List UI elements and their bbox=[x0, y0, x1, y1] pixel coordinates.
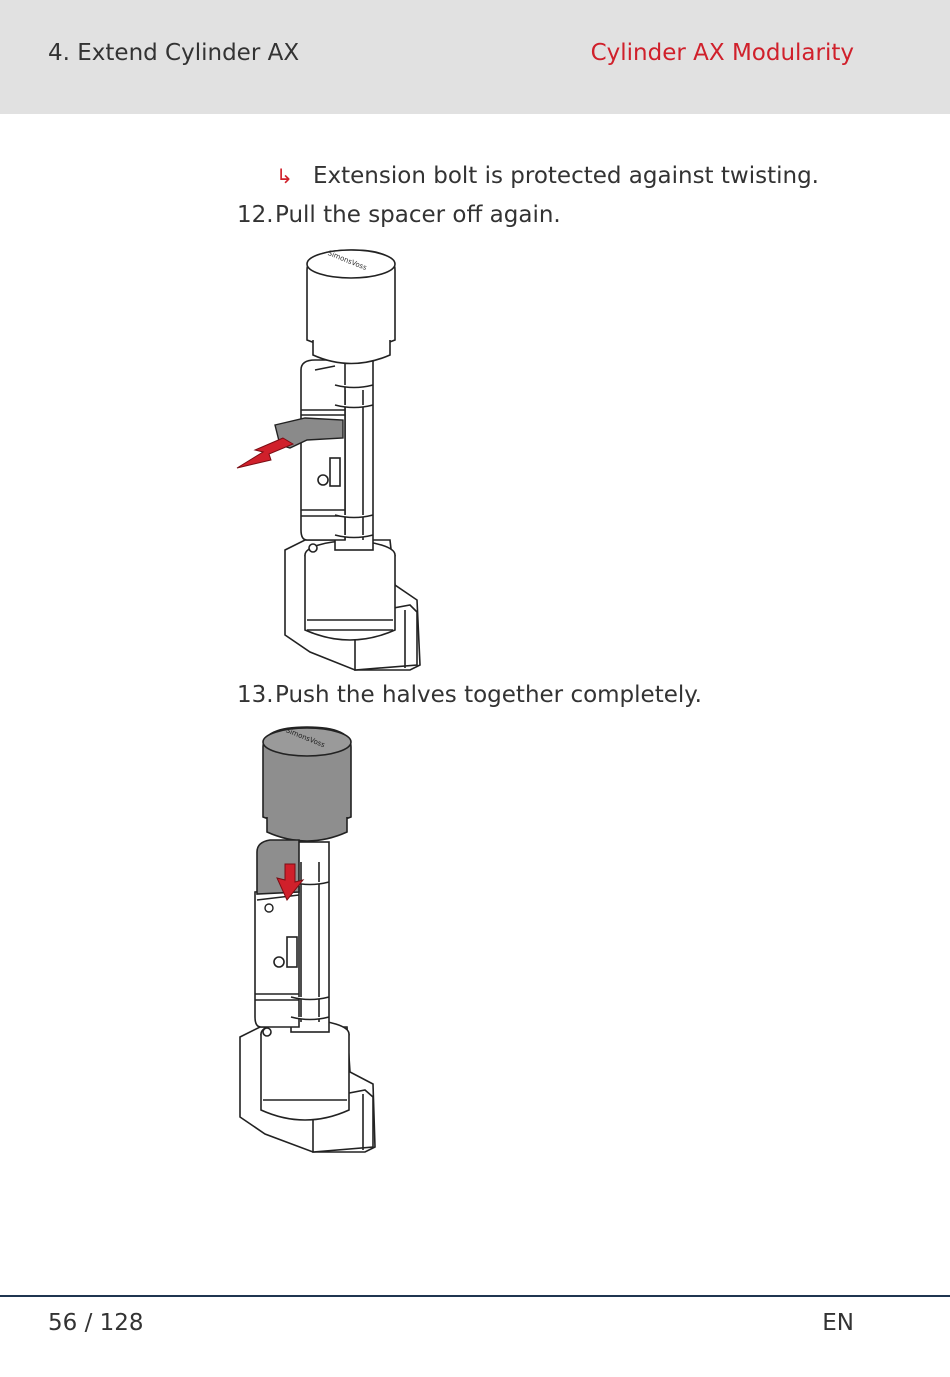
result-line: ↳ Extension bolt is protected against twi… bbox=[276, 163, 819, 189]
step-text: Pull the spacer off again. bbox=[275, 202, 561, 228]
page-header: 4. Extend Cylinder AX Cylinder AX Modula… bbox=[0, 0, 950, 114]
figure-push-halves: SimonsVoss bbox=[239, 726, 376, 1153]
step-number: 12. bbox=[237, 202, 274, 228]
language-code: EN bbox=[822, 1310, 854, 1336]
document-title: Cylinder AX Modularity bbox=[590, 40, 854, 66]
step-number: 13. bbox=[237, 682, 274, 708]
figure-pull-spacer: SimonsVoss bbox=[236, 249, 421, 671]
footer-divider bbox=[0, 1295, 950, 1297]
step-text: Push the halves together completely. bbox=[275, 682, 702, 708]
section-title: 4. Extend Cylinder AX bbox=[48, 40, 300, 66]
page-number: 56 / 128 bbox=[48, 1310, 144, 1336]
result-arrow-icon: ↳ bbox=[276, 164, 293, 188]
step-13: 13.Push the halves together completely. bbox=[237, 682, 702, 708]
step-12: 12.Pull the spacer off again. bbox=[237, 202, 561, 228]
result-text: Extension bolt is protected against twis… bbox=[313, 163, 819, 189]
